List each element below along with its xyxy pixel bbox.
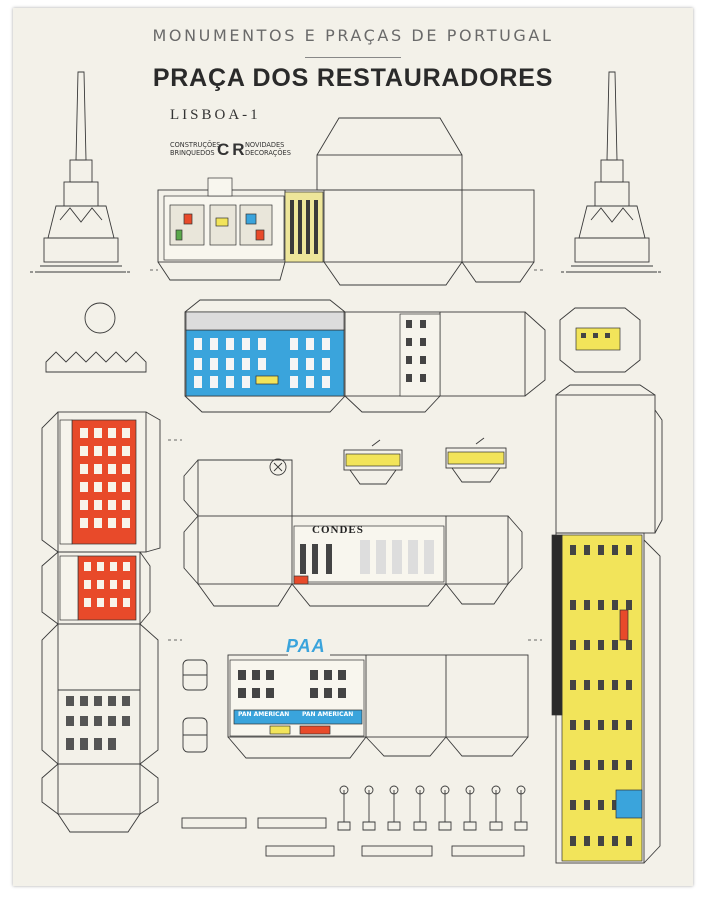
obelisk-monument-left (30, 71, 132, 273)
subtitle: LISBOA-1 (170, 107, 261, 123)
pan-am-banner (233, 709, 363, 725)
benches (181, 817, 525, 857)
brand-right-line1: NOVIDADES (245, 141, 285, 149)
pan-am-banner-text-2: PAN AMERICAN (302, 711, 354, 718)
round-cutout (84, 302, 116, 334)
condes-building-net (183, 458, 523, 607)
brand-left-line1: CONSTRUÇÕES (170, 141, 221, 149)
pan-am-logo: PAA (286, 636, 326, 656)
brand-left-line2: BRINQUEDOS (170, 149, 215, 157)
car-bottom (182, 717, 208, 753)
blue-building-net (184, 299, 546, 413)
page-title: PRAÇA DOS RESTAURADORES (152, 64, 554, 92)
tram-left (343, 439, 403, 485)
obelisk-monument-right (561, 71, 663, 273)
car-top (182, 659, 208, 691)
tram-right (445, 437, 507, 483)
crest-strip (45, 351, 147, 373)
condes-sign: CONDES (312, 524, 364, 536)
small-yellow-piece (559, 307, 641, 373)
pan-am-banner-text-1: PAN AMERICAN (238, 711, 290, 718)
brand-left-text: CONSTRUÇÕES BRINQUEDOS (170, 141, 221, 157)
brand-right-text: NOVIDADES DECORAÇÕES (245, 141, 291, 157)
brand-logo: CR (217, 140, 248, 159)
brand-right-line2: DECORAÇÕES (245, 149, 291, 157)
lamp-posts (337, 785, 528, 831)
series-heading: MONUMENTOS E PRAÇAS DE PORTUGAL (152, 26, 554, 45)
pan-american-building-net (227, 654, 529, 759)
title-rule (305, 57, 401, 58)
fold-guides (150, 269, 546, 641)
red-building-net (41, 411, 161, 833)
